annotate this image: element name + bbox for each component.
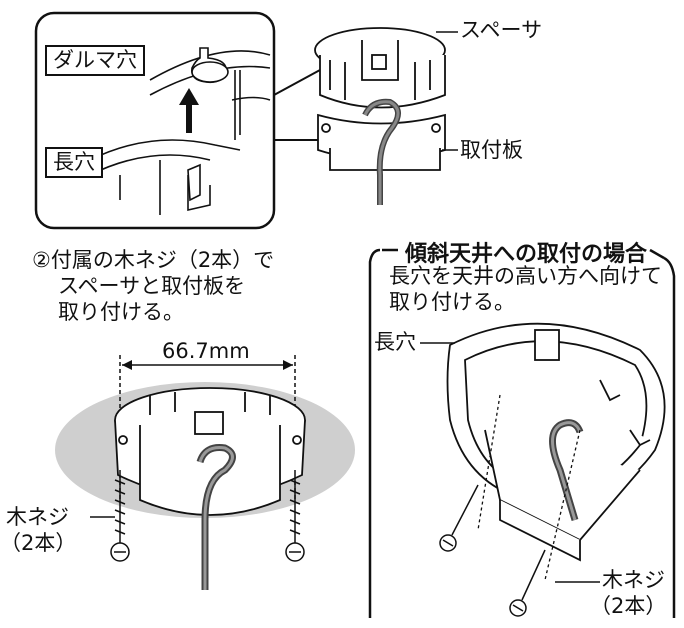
wood-screw-left (110, 470, 130, 562)
slanted-line2: 取り付ける。 (389, 290, 515, 314)
screw-label-left: 木ネジ (6, 505, 69, 529)
slanted-title: 傾斜天井への取付の場合 (405, 242, 648, 267)
mounting-plate-label: 取付板 (460, 138, 523, 162)
long-slot-label: 長穴 (45, 147, 103, 179)
screw-count-left: （2本） (0, 531, 77, 555)
wood-screw-tilted-1 (439, 484, 479, 552)
daruma-hole-label: ダルマ穴 (45, 45, 145, 77)
step2-line2: スペーサと取付板を (58, 274, 246, 298)
tilted-spacer (446, 322, 666, 562)
mounting-plate-part (317, 113, 446, 171)
inset-panel (34, 11, 276, 230)
step2-line3: 取り付ける。 (58, 300, 184, 324)
spacer-part (314, 27, 446, 109)
wood-screw-right (285, 470, 305, 562)
step2-line1: ②付属の木ネジ（2本）で (32, 248, 275, 272)
slanted-box-border (368, 248, 676, 618)
slanted-line1: 長穴を天井の高い方へ向けて (389, 264, 662, 288)
long-slot-tab (187, 163, 201, 202)
screw-count-right: （2本） (590, 594, 667, 618)
spacer-label: スペーサ (460, 18, 543, 42)
wood-screw-tilted-2 (509, 549, 546, 617)
dimension-label: 66.7mm (162, 339, 250, 363)
arrow-up-icon (179, 88, 199, 133)
slanted-long-slot-label: 長穴 (374, 330, 416, 354)
screw-label-right: 木ネジ (602, 568, 665, 592)
